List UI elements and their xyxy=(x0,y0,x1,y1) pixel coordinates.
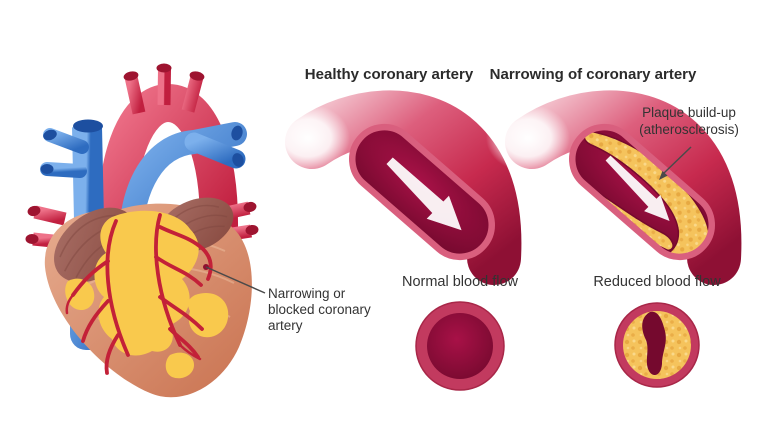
reduced-flow-label: Reduced blood flow xyxy=(593,274,721,290)
healthy-artery-figure xyxy=(266,90,522,285)
narrowed-cross-section xyxy=(614,302,700,388)
inner-wall-rim xyxy=(569,123,715,261)
open-lumen-circle xyxy=(427,313,493,379)
plaque-callout-label: Plaque build-up (atherosclerosis) xyxy=(607,104,771,138)
inner-wall-rim xyxy=(349,123,495,261)
heart-label-line: artery xyxy=(268,318,303,333)
heart-narrowing-label: Narrowing or blocked coronary artery xyxy=(268,286,390,334)
plaque-callout-line: (atherosclerosis) xyxy=(639,122,739,137)
healthy-cross-section xyxy=(415,301,505,391)
epicardial-fat xyxy=(65,210,229,379)
branch-opening xyxy=(123,71,139,81)
narrowed-lumen-shape xyxy=(642,311,666,376)
normal-flow-label: Normal blood flow xyxy=(401,274,519,290)
reduced-flow-arrow xyxy=(605,155,670,221)
branch-opening xyxy=(189,71,205,81)
branch-opening xyxy=(156,63,172,73)
plaque-pointer-arrow xyxy=(659,146,692,180)
heart-label-line: Narrowing or xyxy=(268,286,346,301)
aortic-arch-branches xyxy=(124,68,204,115)
heart-illustration xyxy=(25,63,259,398)
blood-flow-arrow xyxy=(386,157,462,231)
heart-pointer-line xyxy=(205,266,266,294)
narrowed-artery-title: Narrowing of coronary artery xyxy=(489,66,697,83)
coronary-arteries xyxy=(65,213,213,375)
superior-vena-cava xyxy=(40,119,104,221)
artery-cutaway xyxy=(349,123,495,261)
plaque-callout-line: Plaque build-up xyxy=(642,105,736,120)
healthy-artery-title: Healthy coronary artery xyxy=(304,66,474,83)
tube-fade xyxy=(486,104,570,172)
tube-fade xyxy=(266,104,350,172)
heart-label-line: blocked coronary xyxy=(268,302,371,317)
